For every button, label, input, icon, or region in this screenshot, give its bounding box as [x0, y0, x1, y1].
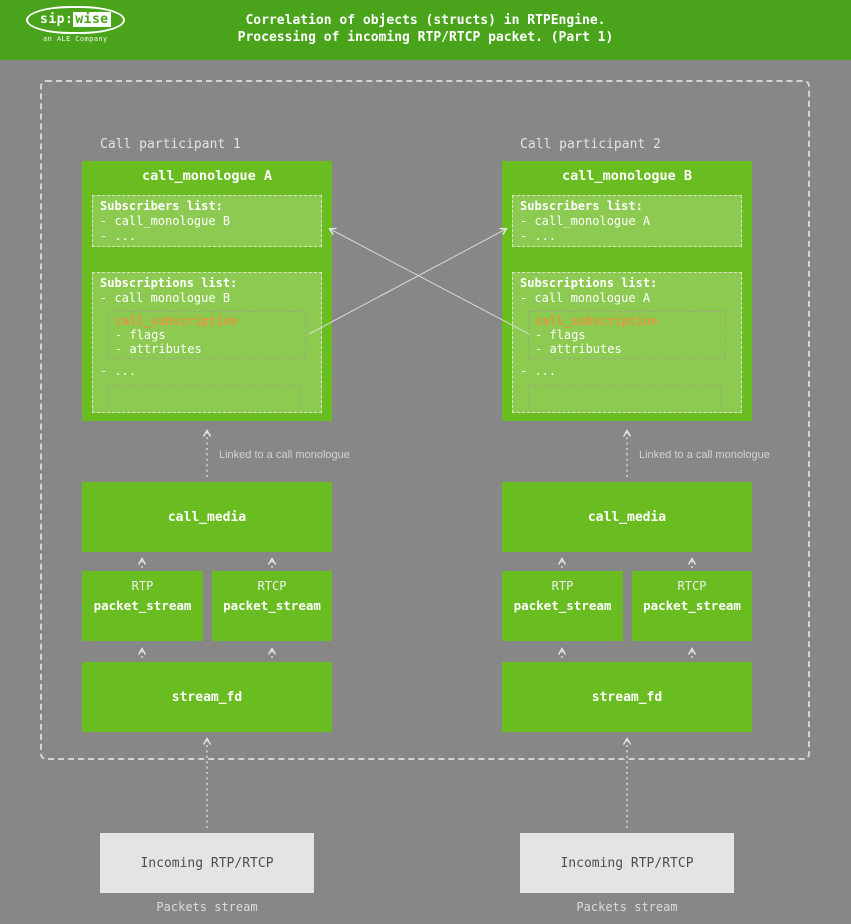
call-media-box: call_media: [502, 482, 752, 552]
packet-stream-rtcp-box: RTCP packet_stream: [632, 571, 752, 641]
call-monologue-title: call_monologue B: [561, 168, 693, 184]
subscriptions-title: Subscriptions list:: [100, 276, 238, 290]
page-title: Correlation of objects (structs) in RTPE…: [0, 12, 851, 46]
subscribers-more: - ...: [100, 229, 137, 243]
call-subscription-box: call_subscription - flags - attributes: [108, 311, 306, 359]
page-title-line1: Correlation of objects (structs) in RTPE…: [245, 13, 606, 28]
subscriptions-more: - ...: [520, 364, 557, 378]
rtcp-label: RTCP: [677, 579, 707, 593]
subscribers-list-box: Subscribers list: - call_monologue B - .…: [92, 195, 322, 247]
call-media-box: call_media: [82, 482, 332, 552]
participant-label: Call participant 1: [100, 137, 241, 152]
subscription-flags-field: - flags: [535, 328, 586, 342]
subscribers-title: Subscribers list:: [520, 199, 643, 213]
logo-cloud-shape: sip:wise: [26, 6, 125, 34]
packet-stream-rtp-box: RTP packet_stream: [82, 571, 203, 641]
incoming-rtp-rtcp-box: Incoming RTP/RTCP: [100, 833, 314, 893]
incoming-rtp-rtcp-box: Incoming RTP/RTCP: [520, 833, 734, 893]
rtp-label: RTP: [131, 579, 154, 593]
linked-to-monologue-label: Linked to a call monologue: [639, 449, 770, 461]
subscriptions-title: Subscriptions list:: [520, 276, 658, 290]
subscribers-more: - ...: [520, 229, 557, 243]
stream-fd-box: stream_fd: [502, 662, 752, 732]
subscriptions-item: - call monologue B: [100, 291, 231, 305]
participant-column-2: Call participant 2 call_monologue B Subs…: [502, 137, 770, 924]
stream-fd-box: stream_fd: [82, 662, 332, 732]
subscription-flags-field: - flags: [115, 328, 166, 342]
subscribers-item: - call_monologue B: [100, 214, 231, 228]
page-title-line2: Processing of incoming RTP/RTCP packet. …: [237, 30, 614, 45]
rtp-label: RTP: [551, 579, 574, 593]
logo-subtitle: an ALE Company: [43, 35, 108, 43]
subscriptions-more: - ...: [100, 364, 137, 378]
packet-stream-label: packet_stream: [93, 598, 192, 613]
subscribers-list-box: Subscribers list: - call_monologue A - .…: [512, 195, 742, 247]
call-subscription-title: call_subscription: [535, 314, 658, 328]
packet-stream-label: packet_stream: [223, 598, 321, 613]
packets-stream-label: Packets stream: [156, 900, 258, 914]
diagram-dashed-frame: [40, 80, 810, 760]
packet-stream-label: packet_stream: [513, 598, 612, 613]
call-subscription-box: call_subscription - flags - attributes: [528, 311, 726, 359]
logo-text-wise: wise: [73, 12, 111, 27]
subscribers-title: Subscribers list:: [100, 199, 223, 213]
subscription-attributes-field: - attributes: [535, 342, 622, 356]
logo-text-sip: sip:: [40, 12, 74, 27]
header-bar: sip:wise an ALE Company Correlation of o…: [0, 0, 851, 60]
linked-to-monologue-label: Linked to a call monologue: [219, 449, 350, 461]
subscription-placeholder-box: [108, 385, 301, 412]
subscription-attributes-field: - attributes: [115, 342, 202, 356]
subscribers-item: - call_monologue A: [520, 214, 651, 228]
packet-stream-rtcp-box: RTCP packet_stream: [212, 571, 332, 641]
call-monologue-title: call_monologue A: [141, 168, 273, 184]
call-subscription-title: call_subscription: [115, 314, 238, 328]
rtcp-label: RTCP: [257, 579, 287, 593]
sipwise-logo: sip:wise an ALE Company: [26, 6, 125, 43]
subscriptions-list-box: Subscriptions list: - call monologue A c…: [512, 272, 742, 413]
subscription-placeholder-box: [528, 385, 721, 412]
call-monologue-box: call_monologue B Subscribers list: - cal…: [502, 161, 752, 421]
participant-label: Call participant 2: [520, 137, 661, 152]
participant-column-1: Call participant 1 call_monologue A Subs…: [82, 137, 350, 924]
packet-stream-rtp-box: RTP packet_stream: [502, 571, 623, 641]
subscriptions-item: - call monologue A: [520, 291, 651, 305]
packets-stream-label: Packets stream: [576, 900, 678, 914]
call-monologue-box: call_monologue A Subscribers list: - cal…: [82, 161, 332, 421]
subscriptions-list-box: Subscriptions list: - call monologue B c…: [92, 272, 322, 413]
packet-stream-label: packet_stream: [643, 598, 741, 613]
